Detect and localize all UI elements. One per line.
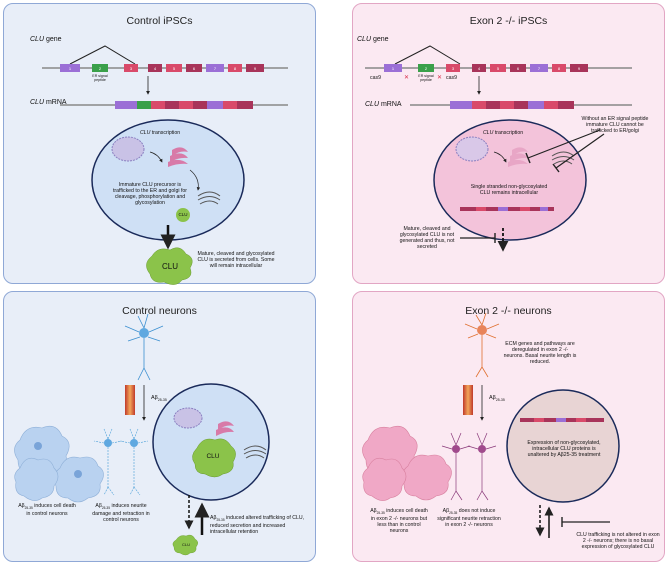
expression-note: Expression of non-glycosylated, intracel… <box>527 440 601 459</box>
exon2-cell-death-note: Aβ25-35 induces cell death in exon 2 -/-… <box>370 508 428 535</box>
panel-title: Exon 2 -/- neurons <box>465 305 552 317</box>
exon-number: 7 <box>214 66 217 71</box>
clu-transcription-label: CLU transcription <box>140 130 181 136</box>
exon-number: 6 <box>193 66 196 71</box>
exon-number: 4 <box>154 66 157 71</box>
single-strand-protein <box>460 207 554 211</box>
abeta-label: Aβ25-35 <box>489 395 505 403</box>
control-cell-death-note: Aβ25-35 induces cell death in control ne… <box>18 503 76 517</box>
dying-control-cells <box>14 425 104 503</box>
svg-text:✕: ✕ <box>437 75 442 81</box>
er-signal-label: ER signal peptide <box>418 74 434 83</box>
exon-7 <box>206 64 224 72</box>
exon2-cell <box>433 119 605 241</box>
clu-secreted-label: CLU <box>181 542 190 547</box>
precursor-note: Immature CLU precursor is trafficked to … <box>112 182 187 207</box>
ecm-note: ECM genes and pathways are deregulated i… <box>503 341 577 366</box>
control-mrna <box>60 101 288 109</box>
exon-number: 4 <box>478 66 481 71</box>
svg-text:✕: ✕ <box>404 75 409 81</box>
exon-number: 7 <box>538 66 541 71</box>
exon2-neurons <box>441 432 497 501</box>
exon-3 <box>124 64 138 72</box>
secreted-clu-small <box>172 534 198 556</box>
clu-gene-label: CLU gene <box>357 36 389 43</box>
single-strand-note: Single stranded non-glycosylated CLU rem… <box>470 184 548 197</box>
er-signal-label: ER signal peptide <box>92 74 108 83</box>
exon-9 <box>246 64 264 72</box>
control-gene-diagram <box>42 45 288 95</box>
exon-2 <box>92 64 108 72</box>
exon-5 <box>166 64 182 72</box>
control-neurite-note: Aβ25-35 induces neurite damage and retra… <box>92 503 150 523</box>
exon-number: 1 <box>69 66 72 71</box>
clu-secreted-blob <box>146 247 193 285</box>
exon-6 <box>186 64 202 72</box>
abeta-label: Aβ25-35 <box>151 395 167 403</box>
cas9-label-2: cas9 <box>446 75 457 81</box>
exon2-gene-diagram: ✕ ✕ <box>365 45 632 95</box>
exon-number: 6 <box>517 66 520 71</box>
panel-title: Control iPSCs <box>126 15 193 27</box>
exon2-mrna <box>410 101 632 109</box>
not-generated-note: Mature, cleaved and glycosylated CLU is … <box>399 226 455 251</box>
dying-exon2-cells <box>362 425 452 501</box>
exon-number: 5 <box>497 66 500 71</box>
cas9-label-1: cas9 <box>370 75 381 81</box>
control-cell <box>91 119 245 241</box>
clu-small-label: CLU <box>178 212 188 217</box>
exon2-neuron-cell <box>506 389 620 503</box>
exon-8 <box>228 64 242 72</box>
exon-number: 2 <box>425 66 428 71</box>
no-signal-note: Without an ER signal peptide immature CL… <box>581 116 649 135</box>
exon2-trafficking-note: CLU trafficking is not altered in exon 2… <box>576 532 660 551</box>
exon-number: 1 <box>392 66 395 71</box>
panel-title: Control neurons <box>122 305 197 317</box>
exon-number: 8 <box>234 66 237 71</box>
abeta-fibril <box>463 385 473 415</box>
clu-big-label: CLU <box>161 262 178 271</box>
exon-number: 5 <box>173 66 176 71</box>
exon-number: 8 <box>558 66 561 71</box>
exon-number: 3 <box>130 66 133 71</box>
mature-note: Mature, cleaved and glycosylated CLU is … <box>197 251 275 270</box>
exon-number: 9 <box>254 66 257 71</box>
exon-number: 2 <box>99 66 102 71</box>
clu-transcription-label: CLU transcription <box>483 130 524 136</box>
exon2-neurite-note: Aβ25-35 does not induce significant neur… <box>437 508 501 528</box>
clu-gene-label: CLU gene <box>30 36 62 43</box>
exon-4 <box>148 64 162 72</box>
exon-number: 9 <box>578 66 581 71</box>
control-neuron-cell <box>152 383 270 501</box>
exon-number: 3 <box>452 66 455 71</box>
clu-in-cell-label: CLU <box>206 453 220 460</box>
clu-mrna-label: CLU mRNA <box>365 101 402 108</box>
clu-mrna-label: CLU mRNA <box>30 99 67 106</box>
exon2-neuron-top <box>464 312 500 378</box>
damaged-control-neurons <box>93 428 149 496</box>
protein-strand <box>520 418 604 422</box>
control-neuron-top <box>124 313 164 381</box>
abeta-fibril <box>125 385 135 415</box>
exon-1 <box>60 64 80 72</box>
control-trafficking-note: Aβ25-35 induced altered trafficking of C… <box>210 515 305 535</box>
panel-title: Exon 2 -/- iPSCs <box>469 15 548 27</box>
